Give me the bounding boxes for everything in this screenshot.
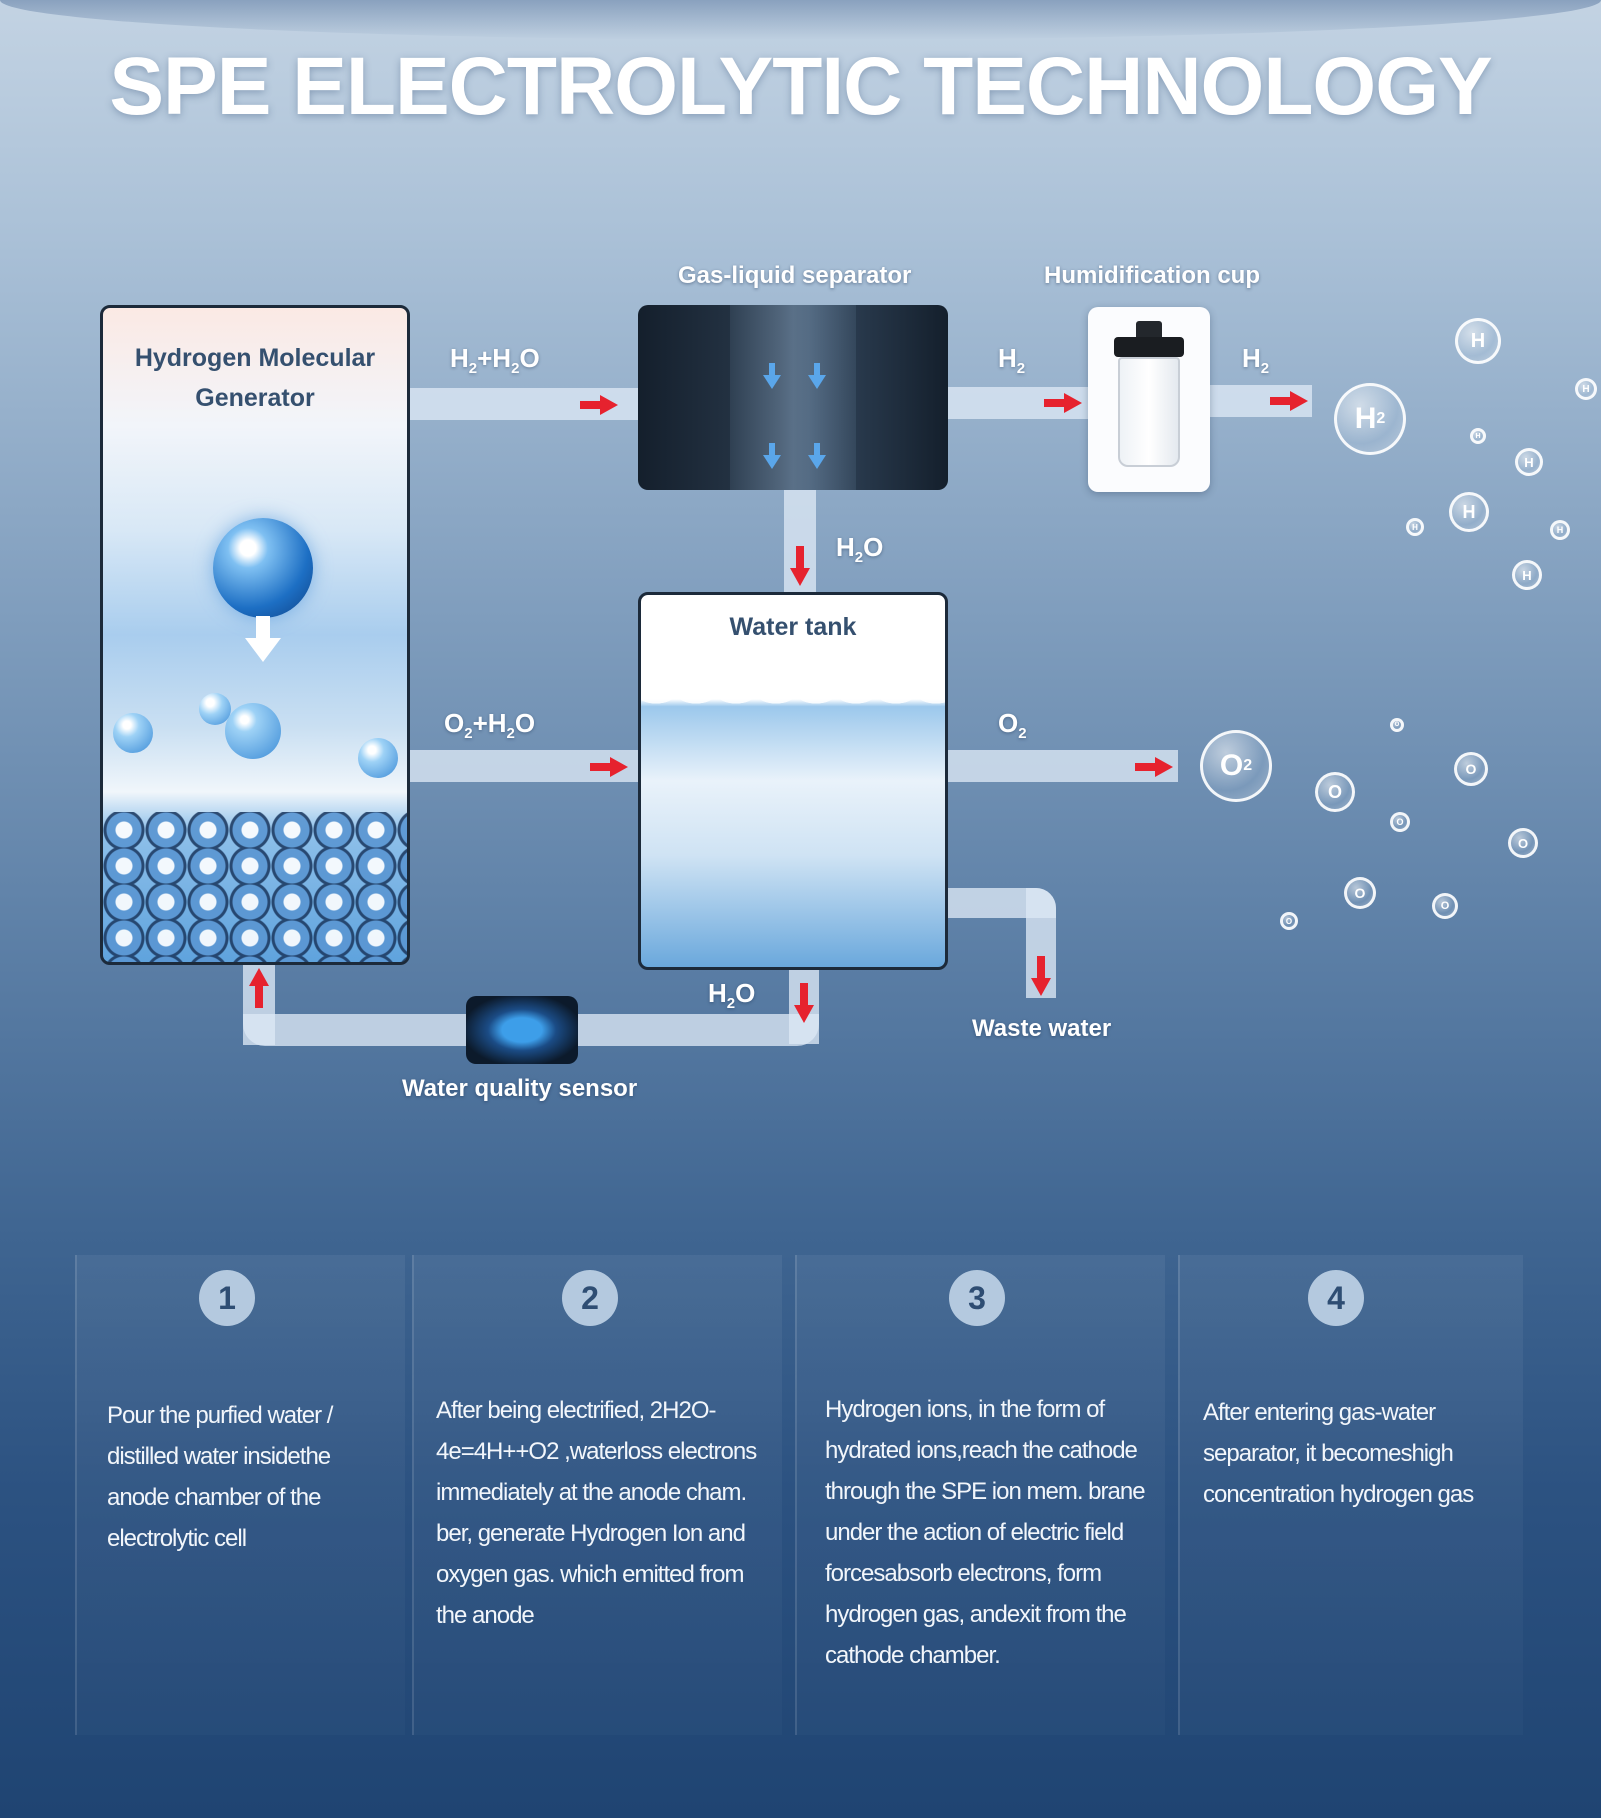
h2-bubble-icon: H — [1449, 492, 1489, 532]
flow-arrow-h2-separator — [1044, 393, 1082, 413]
generator-label: Hydrogen Molecular Generator — [134, 344, 376, 412]
water-tank: Water tank — [638, 592, 948, 970]
label-o2-out: O2 — [998, 708, 1027, 743]
step-1-column: 1 Pour the purfied water / distilled wat… — [75, 1255, 405, 1735]
page-title: SPE ELECTROLYTIC TECHNOLOGY — [109, 41, 1492, 132]
o2-bubble-icon: O — [1508, 828, 1538, 858]
waste-water-label: Waste water — [972, 1015, 1112, 1042]
h2-bubble-icon: H — [1470, 428, 1486, 444]
down-arrow-icon — [808, 443, 826, 469]
flow-arrow-o2-h2o — [590, 757, 628, 777]
flow-arrow-h2o-return — [794, 983, 814, 1023]
o2-bubble-icon: O — [1432, 893, 1458, 919]
o2-bubble-icon: O — [1315, 772, 1355, 812]
label-o2-h2o: O2+H2O — [444, 708, 536, 743]
gas-liquid-separator — [638, 305, 948, 490]
down-arrow-icon — [808, 363, 826, 389]
cup-cap — [1114, 337, 1184, 357]
step-number-badge: 3 — [949, 1270, 1005, 1326]
cup-body — [1118, 357, 1180, 467]
step-number-badge: 1 — [199, 1270, 255, 1326]
label-h2-h2o: H2+H2O — [450, 343, 540, 378]
molecule-sphere-icon — [213, 518, 313, 618]
water-quality-sensor-icon — [466, 996, 578, 1064]
h2-bubble-icon: H — [1455, 318, 1501, 364]
o2-bubble-icon: O — [1390, 718, 1404, 732]
o2-bubble-icon: O — [1344, 877, 1376, 909]
hexagon-membrane-pattern — [103, 812, 407, 962]
h2-bubble-icon: H — [1550, 520, 1570, 540]
step-4-column: 4 After entering gas-water separator, it… — [1178, 1255, 1523, 1735]
hydrogen-molecular-generator: Hydrogen Molecular Generator — [100, 305, 410, 965]
down-arrow-icon — [763, 443, 781, 469]
small-molecule-icon — [358, 738, 398, 778]
h2-bubble-icon: H — [1512, 560, 1542, 590]
label-h2o-return: H2O — [708, 978, 756, 1013]
o2-bubble-icon: O — [1454, 752, 1488, 786]
step-description: Pour the purfied water / distilled water… — [107, 1402, 333, 1552]
water-tank-label: Water tank — [729, 613, 857, 641]
flow-arrow-waste — [1031, 956, 1051, 996]
water-surface-wave — [641, 695, 945, 729]
flow-arrow-h2-cup — [1270, 391, 1308, 411]
separator-label: Gas-liquid separator — [678, 262, 912, 289]
step-description: Hydrogen ions, in the form of hydrated i… — [825, 1396, 1146, 1669]
down-arrow-icon — [245, 616, 281, 662]
h2-bubble-icon: H — [1515, 448, 1543, 476]
small-molecule-icon — [199, 693, 231, 725]
humidification-cup — [1088, 307, 1210, 492]
o2-bubble-icon: O — [1280, 912, 1298, 930]
flow-arrow-return-up — [249, 968, 269, 1008]
sensor-label: Water quality sensor — [402, 1075, 638, 1102]
cup-nozzle — [1136, 321, 1162, 341]
flow-arrow-o2-out — [1135, 757, 1173, 777]
flow-arrow-h2-h2o — [580, 395, 618, 415]
top-wave-decoration — [0, 0, 1601, 40]
humidifier-label: Humidification cup — [1044, 262, 1260, 289]
h2-bubble-icon: H — [1575, 378, 1597, 400]
small-molecule-icon — [225, 703, 281, 759]
step-description: After being electrified, 2H2O-4e=4H++O2 … — [436, 1397, 757, 1629]
label-h2-cup: H2 — [1242, 343, 1270, 378]
step-number-badge: 4 — [1308, 1270, 1364, 1326]
step-number-badge: 2 — [562, 1270, 618, 1326]
o2-bubble-icon: O — [1390, 812, 1410, 832]
flow-arrow-h2o-down — [790, 546, 810, 586]
down-arrow-icon — [763, 363, 781, 389]
label-h2-separator: H2 — [998, 343, 1026, 378]
step-description: After entering gas-water separator, it b… — [1203, 1399, 1474, 1508]
step-2-column: 2 After being electrified, 2H2O-4e=4H++O… — [412, 1255, 782, 1735]
separator-glass — [730, 305, 856, 490]
step-3-column: 3 Hydrogen ions, in the form of hydrated… — [795, 1255, 1165, 1735]
small-molecule-icon — [113, 713, 153, 753]
h2-bubble-icon: H — [1406, 518, 1424, 536]
label-h2o-separator: H2O — [836, 532, 884, 567]
